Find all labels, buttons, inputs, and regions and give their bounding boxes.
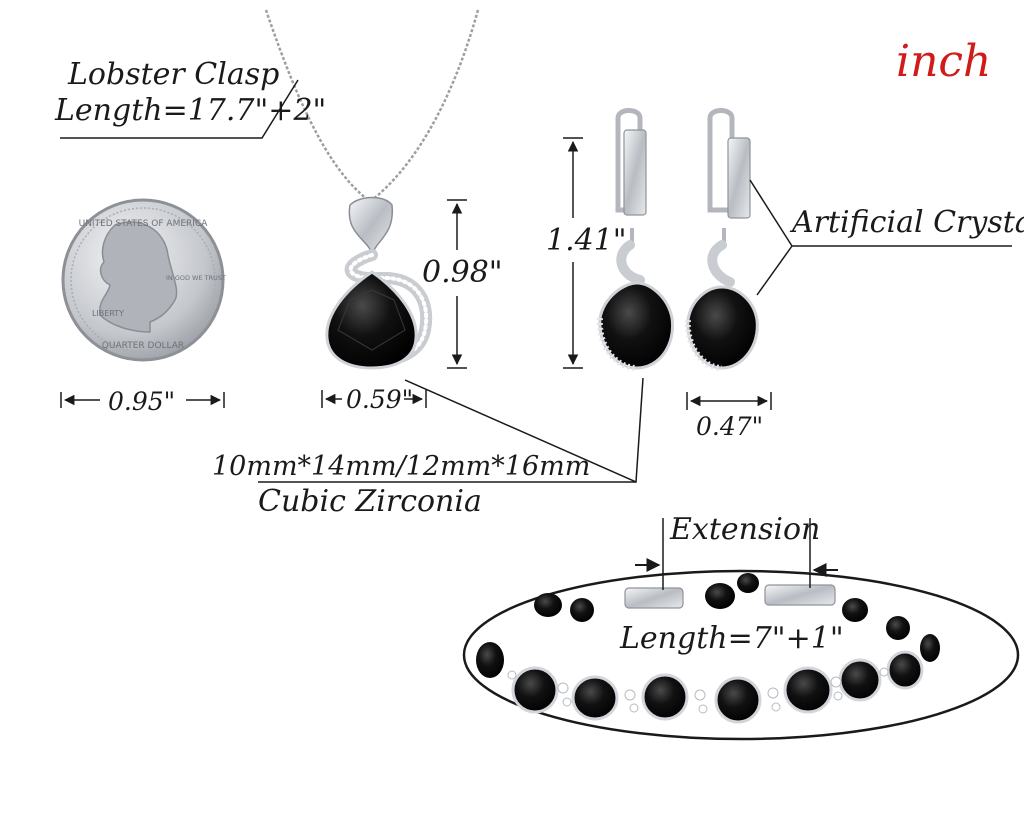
earring-height-label: 1.41" bbox=[546, 223, 627, 258]
coin-liberty: LIBERTY bbox=[92, 309, 124, 318]
stone-size-label: 10mm*14mm/12mm*16mm bbox=[212, 451, 591, 482]
crystal-label: Artificial Crystal bbox=[792, 205, 1024, 240]
clasp-label-line1: Lobster Clasp bbox=[68, 57, 280, 92]
stone-type-label: Cubic Zirconia bbox=[258, 484, 482, 519]
bracelet bbox=[476, 573, 940, 724]
quarter-coin: UNITED STATES OF AMERICA IN GOD WE TRUST… bbox=[61, 198, 226, 362]
coin-width-label: 0.95" bbox=[108, 387, 176, 416]
coin-inscription-top: UNITED STATES OF AMERICA bbox=[79, 219, 209, 229]
unit-label: inch bbox=[896, 36, 992, 87]
pendant-stone bbox=[325, 270, 418, 370]
pendant-bail bbox=[348, 196, 393, 256]
crystal-leader-line bbox=[749, 179, 1012, 296]
necklace-chain bbox=[264, 9, 480, 201]
coin-width-dimension bbox=[60, 392, 225, 408]
pendant-height-label: 0.98" bbox=[422, 255, 503, 290]
necklace bbox=[264, 9, 480, 370]
clasp-leader-line bbox=[60, 79, 299, 139]
coin-motto: IN GOD WE TRUST bbox=[166, 274, 226, 282]
extension-dimension bbox=[635, 518, 838, 590]
earring-height-dimension bbox=[563, 137, 583, 369]
clasp-label-line2: Length=17.7"+2" bbox=[55, 93, 327, 128]
earring-left bbox=[596, 108, 675, 371]
pendant-width-dimension bbox=[321, 390, 427, 408]
earring-width-dimension bbox=[686, 392, 772, 410]
earring-right bbox=[684, 108, 759, 371]
pendant-width-label: 0.59" bbox=[346, 385, 414, 414]
bracelet-outline-ellipse bbox=[462, 569, 1020, 741]
bracelet-length-label: Length=7"+1" bbox=[620, 621, 844, 656]
pendant-height-dimension bbox=[447, 199, 467, 369]
coin-portrait bbox=[99, 221, 178, 333]
earring-width-label: 0.47" bbox=[696, 412, 764, 441]
stone-leader-line bbox=[258, 377, 644, 483]
coin-inscription-bottom: QUARTER DOLLAR bbox=[102, 341, 184, 351]
extension-label: Extension bbox=[670, 512, 821, 547]
